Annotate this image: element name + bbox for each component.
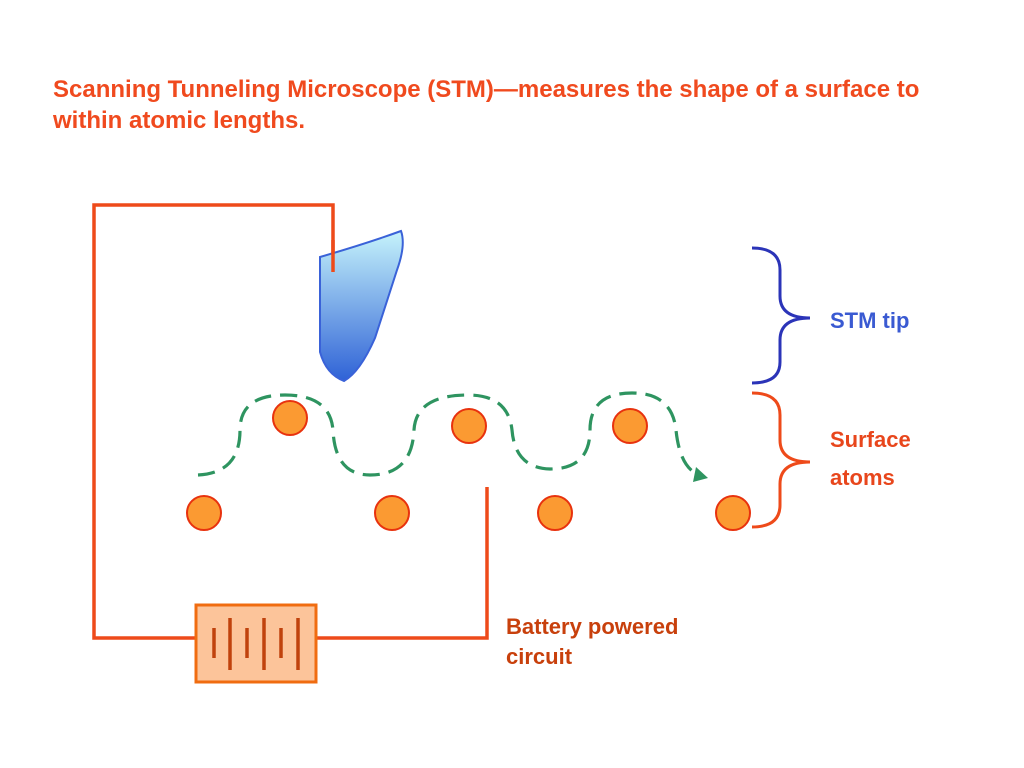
- diagram-title: Scanning Tunneling Microscope (STM)—meas…: [53, 76, 920, 134]
- stm-tip-shape: [319, 229, 404, 383]
- wire-right-lead: [316, 487, 489, 640]
- atom: [272, 400, 308, 436]
- atom: [537, 495, 573, 531]
- surface-atoms: [186, 400, 751, 531]
- stm-tip-brace: [751, 246, 811, 385]
- surface-atoms-label: Surface atoms: [830, 427, 911, 490]
- atom: [612, 408, 648, 444]
- atom: [374, 495, 410, 531]
- wire-left-loop: [92, 203, 335, 640]
- path-arrowhead: [693, 467, 708, 482]
- stm-tip-label: STM tip: [830, 308, 910, 333]
- circuit-wires: [92, 203, 489, 640]
- surface-atoms-brace: [751, 391, 811, 529]
- battery-box: [194, 603, 318, 684]
- atom: [715, 495, 751, 531]
- scan-path: [197, 391, 708, 482]
- battery-label: Battery powered circuit: [506, 614, 679, 669]
- battery-plates: [212, 618, 300, 670]
- atom: [451, 408, 487, 444]
- battery: [194, 603, 318, 684]
- atom: [186, 495, 222, 531]
